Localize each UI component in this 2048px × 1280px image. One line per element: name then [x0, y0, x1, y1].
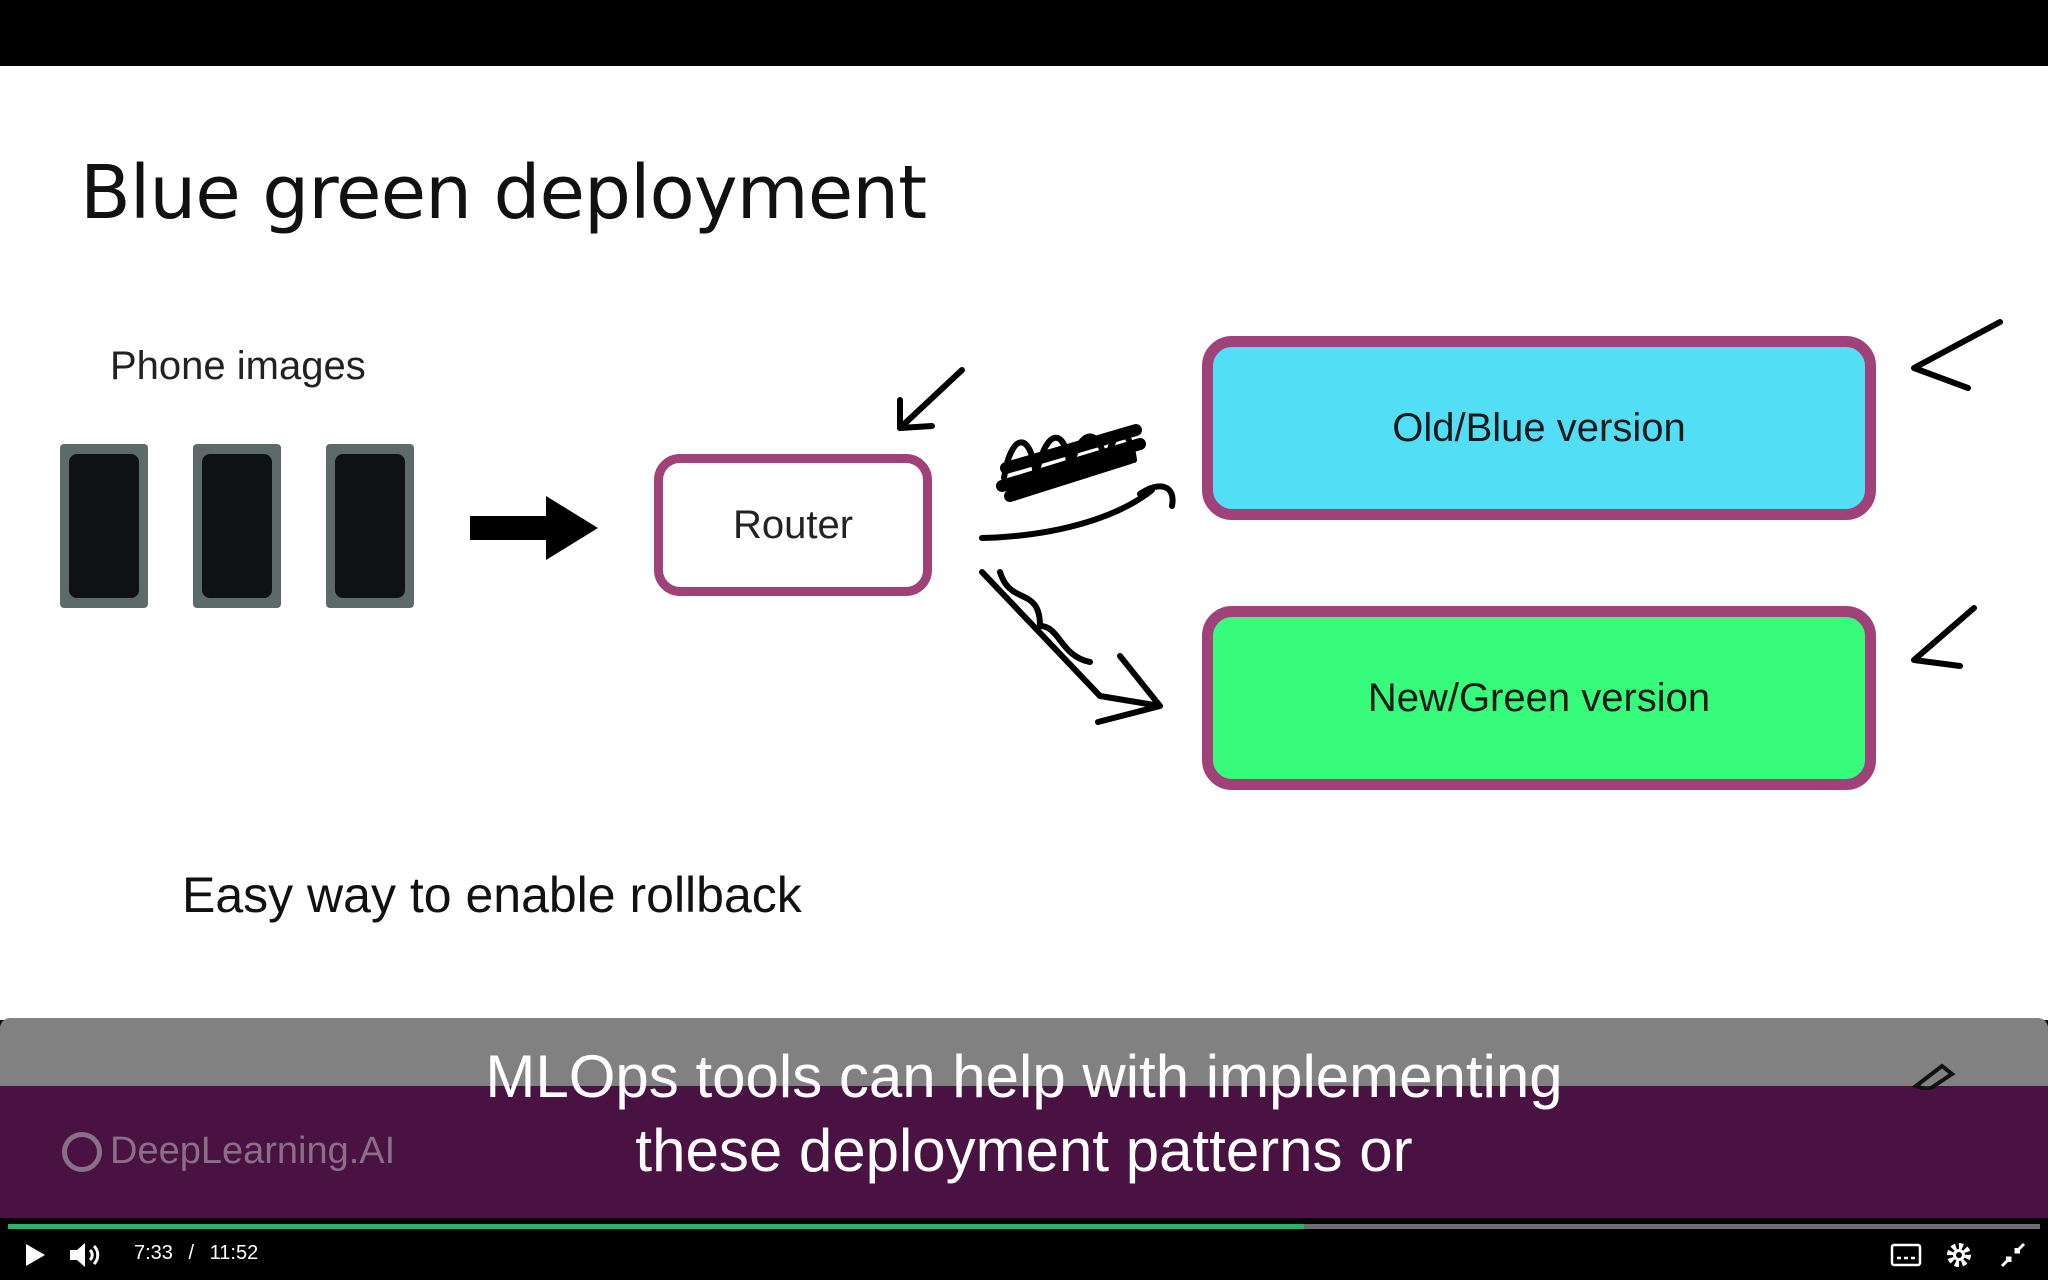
progress-fill: [8, 1224, 1304, 1229]
top-letterbox: [0, 0, 2048, 66]
phone-image: [60, 444, 148, 608]
duration: 11:52: [209, 1242, 259, 1264]
caption-line-2: these deployment patterns or: [635, 1117, 1413, 1184]
deeplearning-logo-icon: [62, 1131, 102, 1172]
handwritten-annotations: [897, 319, 2003, 725]
old-version-label: Old/Blue version: [1392, 405, 1686, 450]
time-separator: /: [188, 1242, 195, 1264]
phone-image: [193, 444, 281, 608]
play-icon: [26, 1244, 45, 1266]
phone-image: [326, 444, 414, 608]
rollback-note: Easy way to enable rollback: [182, 867, 802, 923]
volume-icon: [70, 1243, 100, 1267]
player-controls: 7:33 / 11:52: [0, 1230, 2048, 1280]
caption-line-1: MLOps tools can help with implementing: [485, 1043, 1563, 1110]
slide-title: Blue green deployment: [80, 150, 927, 236]
caption-background-top: [0, 1018, 2048, 1086]
subtitle-caption: MLOps tools can help with implementing t…: [0, 1040, 2048, 1188]
router-box: Router: [654, 454, 932, 596]
settings-icon: [1947, 1243, 1971, 1267]
old-blue-version-box: Old/Blue version: [1202, 336, 1876, 520]
caption-background-bottom: [0, 1086, 2048, 1218]
volume-button[interactable]: [68, 1236, 102, 1274]
brand-name: DeepLearning.AI: [110, 1130, 396, 1172]
subtitles-icon: [1890, 1243, 1922, 1267]
current-time: 7:33: [134, 1242, 173, 1264]
exit-fullscreen-button[interactable]: [1998, 1236, 2028, 1274]
pen-icon: [1912, 1063, 1956, 1090]
subtitles-button[interactable]: [1890, 1236, 1922, 1274]
deeplearning-logo: DeepLearning.AI: [62, 1130, 395, 1173]
settings-button[interactable]: [1944, 1236, 1974, 1274]
new-version-label: New/Green version: [1367, 675, 1711, 720]
new-green-version-box: New/Green version: [1202, 606, 1876, 790]
play-button[interactable]: [20, 1236, 48, 1274]
arrow-right-icon: [470, 496, 598, 560]
exit-fullscreen-icon: [2000, 1242, 2026, 1268]
phone-images-label: Phone images: [110, 344, 366, 388]
router-label: Router: [732, 502, 854, 547]
time-display: 7:33 / 11:52: [134, 1242, 258, 1265]
progress-bar[interactable]: [8, 1224, 2040, 1229]
slide: Blue green deployment Phone images Route…: [0, 66, 2048, 1020]
